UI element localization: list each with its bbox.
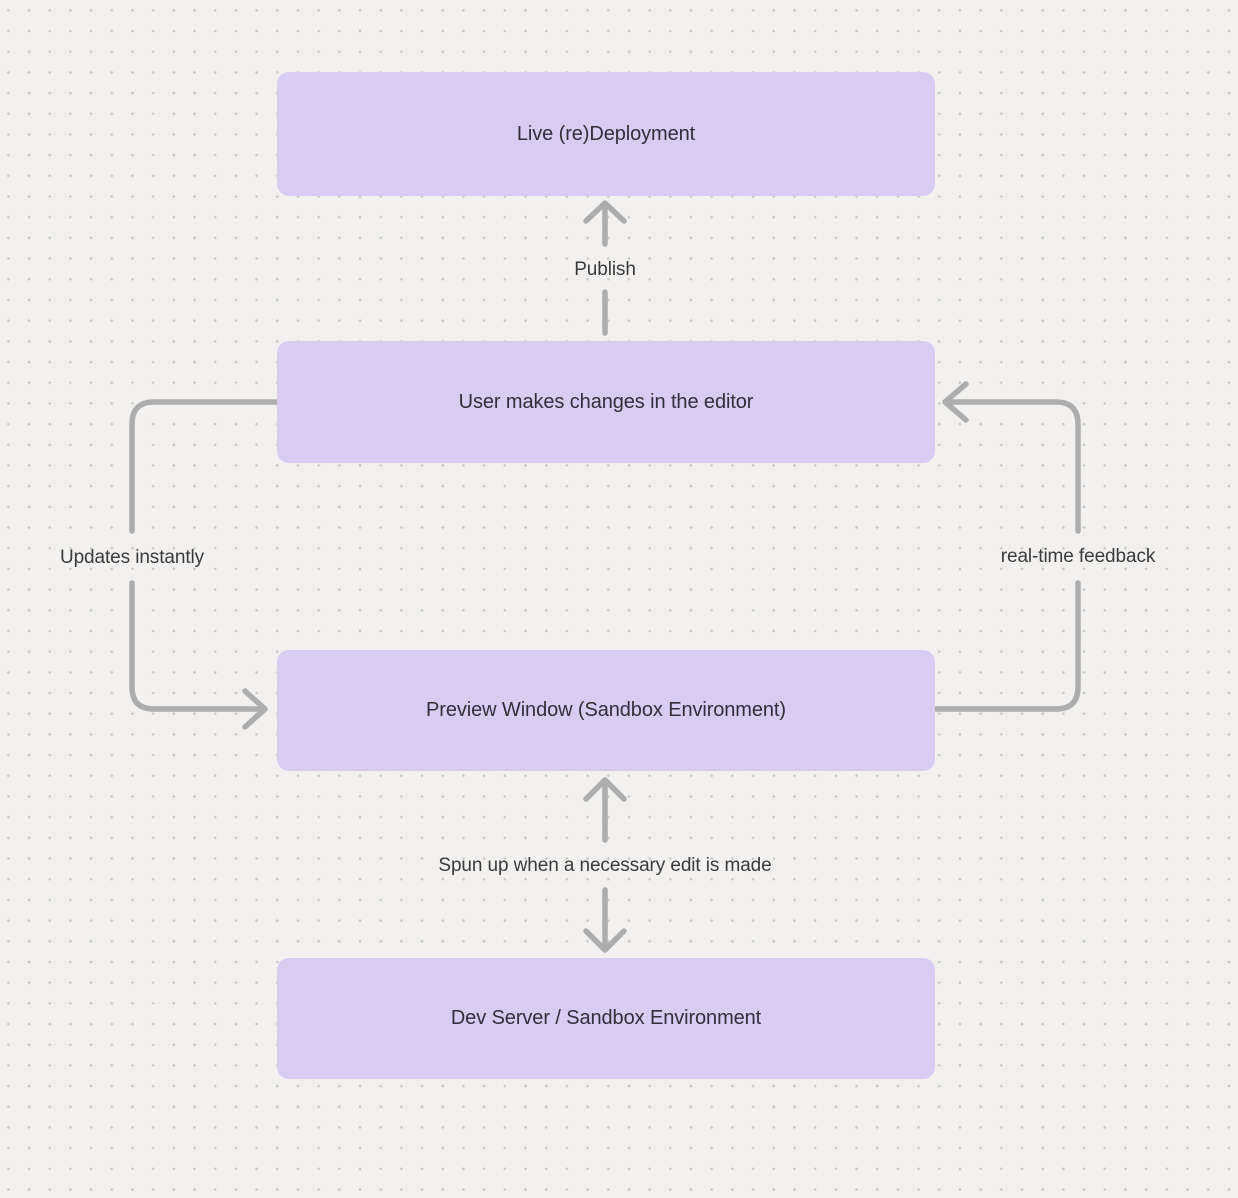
node-label: User makes changes in the editor — [458, 390, 754, 413]
node-user-edits: User makes changes in the editor — [277, 341, 935, 463]
node-label: Live (re)Deployment — [516, 122, 696, 145]
node-label: Preview Window (Sandbox Environment) — [426, 699, 786, 721]
edge-label-publish: Publish — [574, 259, 636, 280]
edge-label-updates-instantly: Updates instantly — [59, 547, 205, 568]
node-preview-window: Preview Window (Sandbox Environment) — [277, 650, 935, 771]
edge-label-real-time-feedback: real-time feedback — [1000, 546, 1156, 567]
node-live-redeployment: Live (re)Deployment — [277, 72, 935, 196]
edge-label-spun-up: Spun up when a necessary edit is made — [438, 855, 772, 876]
node-label: Dev Server / Sandbox Environment — [450, 1007, 762, 1029]
node-dev-server: Dev Server / Sandbox Environment — [277, 958, 935, 1079]
